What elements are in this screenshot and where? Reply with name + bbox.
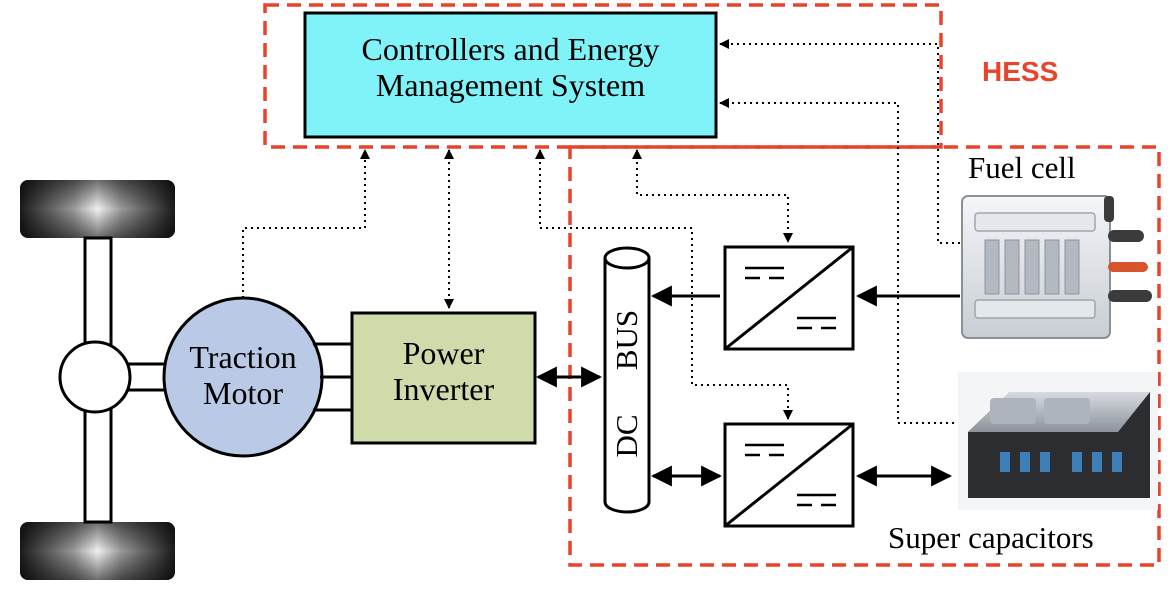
power-inverter-label: Power Inverter [352,335,535,408]
power-inverter-box [350,311,537,445]
motor-label-line1: Traction [189,339,297,375]
inverter-label-line2: Inverter [392,370,495,407]
wheel-icon [20,180,175,238]
ems-box [303,11,718,139]
ems-label-line1: Controllers and Energy [361,31,660,67]
ems-label: Controllers and Energy Management System [305,31,716,104]
dc-bus-label-dc: DC [609,414,644,458]
differential-circle [58,340,132,414]
phase-lines [313,342,352,412]
fuel-cell-image [961,195,1152,339]
signal-links [242,39,960,424]
dc-bus-cylinder [603,246,651,514]
wheel-icon [20,522,175,580]
fuel-cell-label: Fuel cell [968,150,1076,185]
dc-dc-converter-icon [723,422,855,528]
dc-dc-converter-icon [723,245,855,351]
inverter-label-line1: Power [402,335,485,371]
hess-label: HESS [982,56,1059,87]
dc-bus-label-bus: BUS [609,309,644,371]
supercapacitor-image [958,372,1158,510]
traction-motor-label: Traction Motor [174,339,312,412]
super-capacitors-label: Super capacitors [888,520,1094,555]
motor-label-line2: Motor [203,374,283,411]
ems-label-line2: Management System [375,66,646,103]
